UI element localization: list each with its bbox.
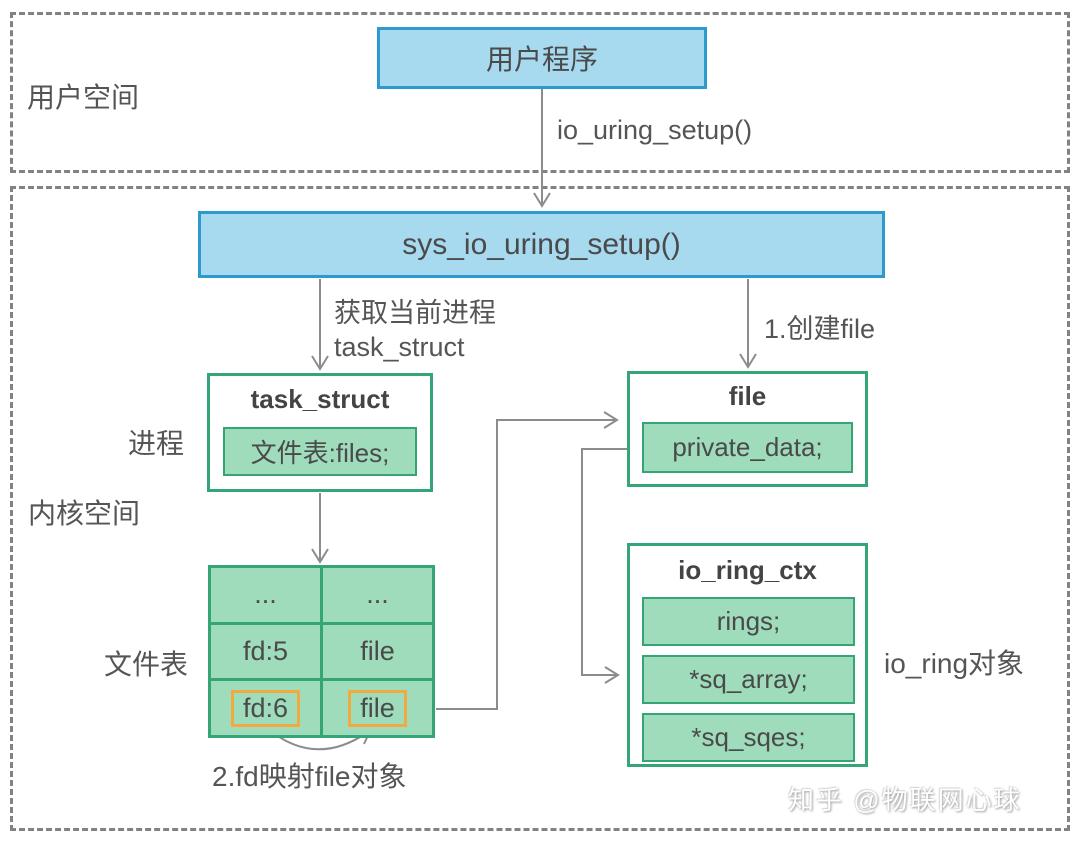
file6-highlight-box: file [348, 689, 407, 727]
fd-table-cell-file6: file [323, 681, 432, 735]
fd6-highlight-box: fd:6 [230, 689, 301, 727]
kernel-space-label: 内核空间 [28, 498, 141, 529]
process-label: 进程 [128, 428, 185, 459]
create-file-label: 1.创建file [764, 314, 876, 344]
fd-table: ... ... fd:5 file fd:6 file [208, 565, 435, 738]
sq-array-field: *sq_array; [642, 655, 855, 704]
file-table-label: 文件表 [104, 649, 189, 680]
fd-table-cell: ... [323, 568, 432, 622]
user-space-label: 用户空间 [27, 82, 140, 113]
user-program-box: 用户程序 [377, 27, 707, 89]
task-struct-box: task_struct 文件表:files; [207, 373, 433, 492]
sq-sqes-field: *sq_sqes; [642, 713, 855, 762]
rings-field: rings; [642, 597, 855, 646]
get-task-label-line1: 获取当前进程 [334, 298, 496, 328]
sys-io-uring-setup-box: sys_io_uring_setup() [198, 211, 885, 278]
io-uring-setup-call-label: io_uring_setup() [557, 115, 753, 145]
file-object-title: file [728, 381, 767, 411]
task-struct-files-field: 文件表:files; [223, 427, 417, 476]
get-task-label-line2: task_struct [334, 332, 465, 362]
io-ring-ctx-title: io_ring_ctx [678, 555, 817, 585]
io-ring-ctx-box: io_ring_ctx rings; *sq_array; *sq_sqes; [627, 543, 868, 767]
user-space-region [10, 12, 1070, 173]
fd-table-cell: ... [211, 568, 320, 622]
fd-map-label: 2.fd映射file对象 [212, 761, 407, 792]
private-data-field: private_data; [642, 422, 853, 473]
file-object-box: file private_data; [627, 371, 868, 487]
get-task-label: 获取当前进程 task_struct [334, 296, 496, 364]
io-ring-object-label: io_ring对象 [884, 648, 1025, 679]
zhihu-watermark: 知乎 @物联网心球 [788, 785, 1022, 815]
fd-table-cell: fd:5 [211, 624, 320, 679]
kernel-space-region [10, 186, 1070, 831]
fd-table-cell-fd6: fd:6 [211, 681, 320, 735]
task-struct-title: task_struct [250, 384, 390, 414]
fd-table-cell: file [323, 624, 432, 679]
